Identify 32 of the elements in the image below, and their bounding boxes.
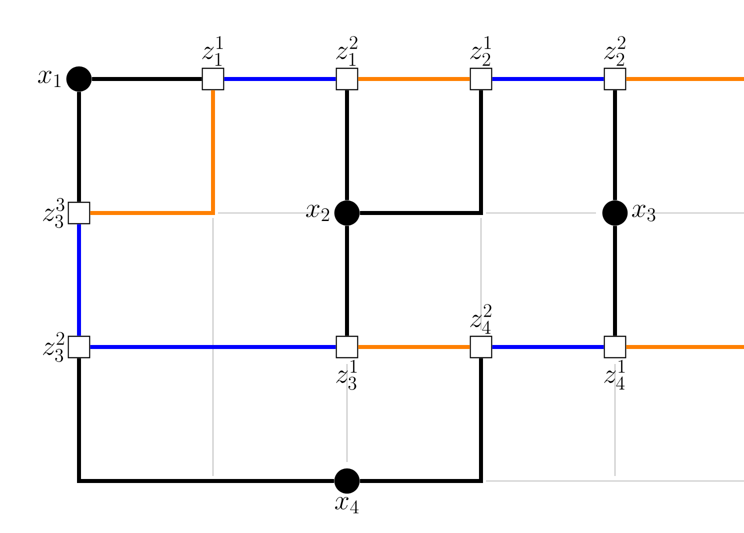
- connector-line: [492, 345, 604, 349]
- connector-line: [626, 77, 744, 81]
- connector-line: [345, 90, 349, 200]
- connector-line: [358, 345, 470, 349]
- vertex-label: $z_3^2$: [43, 332, 64, 362]
- connector-line: [92, 77, 202, 81]
- connector-line: [492, 77, 604, 81]
- connector-line: [358, 77, 470, 81]
- vertex-label: $z_3^1$: [336, 360, 357, 390]
- vertex-label: $z_2^1$: [470, 36, 491, 66]
- vertex-label: $z_3^3$: [43, 198, 64, 228]
- vertex-label: $z_2^2$: [604, 36, 626, 66]
- vertex-label: $x_1$: [38, 70, 61, 88]
- vertex-label: $z_4^2$: [470, 304, 492, 334]
- connector-line: [90, 90, 215, 215]
- connector-line: [224, 77, 336, 81]
- connector-line: [345, 226, 349, 336]
- connector-line: [626, 345, 744, 349]
- vertex-label: $z_4^1$: [604, 360, 625, 390]
- connector-line: [77, 92, 81, 202]
- vertex-label: $z_1^2$: [336, 36, 358, 66]
- connector-line: [77, 224, 81, 336]
- connector-line: [613, 226, 617, 336]
- connector-line: [77, 358, 334, 483]
- connector-line: [90, 345, 336, 349]
- connector-line: [360, 358, 483, 483]
- connector-line: [613, 90, 617, 200]
- vertex-label: $x_3$: [632, 204, 656, 222]
- connector-line: [360, 90, 483, 215]
- vertex-label: $z_1^1$: [202, 36, 223, 66]
- vertex-label: $x_4$: [335, 497, 359, 514]
- vertex-label: $x_2$: [306, 204, 330, 222]
